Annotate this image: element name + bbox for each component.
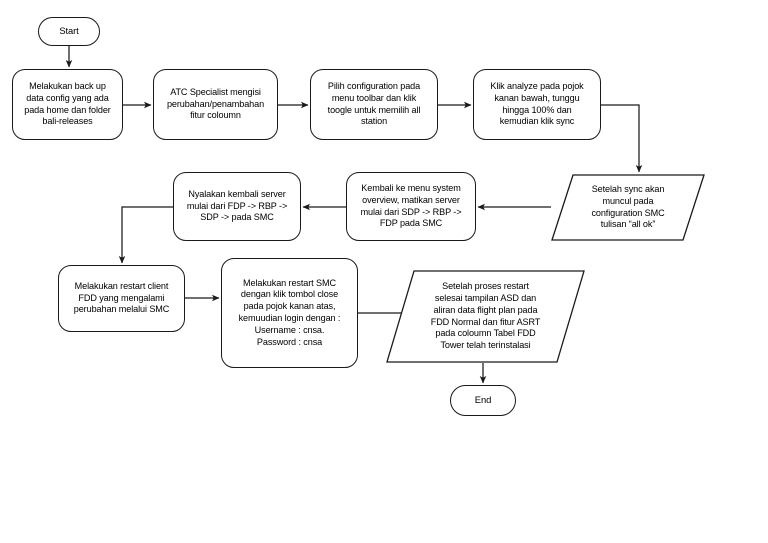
node-kembali-menu[interactable]: Kembali ke menu system overview, matikan… bbox=[346, 172, 476, 241]
node-start[interactable]: Start bbox=[38, 17, 100, 46]
node-setelah-sync-label: Setelah sync akan muncul pada configurat… bbox=[591, 183, 665, 230]
node-atc-specialist[interactable]: ATC Specialist mengisi perubahan/penamba… bbox=[153, 69, 278, 140]
node-backup[interactable]: Melakukan back up data config yang ada p… bbox=[12, 69, 123, 140]
node-pilih-configuration[interactable]: Pilih configuration pada menu toolbar da… bbox=[310, 69, 438, 140]
node-restart-smc-label: Melakukan restart SMC dengan klik tombol… bbox=[238, 277, 341, 347]
parallelogram-shape bbox=[551, 174, 705, 241]
node-atc-specialist-label: ATC Specialist mengisi perubahan/penamba… bbox=[166, 86, 265, 121]
connector-nyalakan-to-restartclient bbox=[118, 206, 173, 264]
node-klik-analyze[interactable]: Klik analyze pada pojok kanan bawah, tun… bbox=[473, 69, 601, 140]
node-start-label: Start bbox=[59, 25, 79, 37]
node-hasil-akhir[interactable]: Setelah proses restart selesai tampilan … bbox=[386, 270, 585, 363]
parallelogram-shape bbox=[386, 270, 585, 363]
connector-analyze-to-sync bbox=[601, 104, 643, 173]
node-restart-smc[interactable]: Melakukan restart SMC dengan klik tombol… bbox=[221, 258, 358, 368]
node-nyalakan-kembali[interactable]: Nyalakan kembali server mulai dari FDP -… bbox=[173, 172, 301, 241]
node-end-label: End bbox=[474, 394, 492, 406]
node-hasil-akhir-label: Setelah proses restart selesai tampilan … bbox=[430, 281, 541, 351]
node-restart-client-label: Melakukan restart client FDD yang mengal… bbox=[73, 280, 170, 315]
node-nyalakan-kembali-label: Nyalakan kembali server mulai dari FDP -… bbox=[186, 188, 288, 223]
node-end[interactable]: End bbox=[450, 385, 516, 416]
node-setelah-sync[interactable]: Setelah sync akan muncul pada configurat… bbox=[551, 174, 705, 241]
node-klik-analyze-label: Klik analyze pada pojok kanan bawah, tun… bbox=[490, 80, 584, 127]
node-kembali-menu-label: Kembali ke menu system overview, matikan… bbox=[360, 182, 462, 229]
node-pilih-configuration-label: Pilih configuration pada menu toolbar da… bbox=[327, 80, 421, 127]
node-backup-label: Melakukan back up data config yang ada p… bbox=[24, 80, 111, 127]
node-restart-client[interactable]: Melakukan restart client FDD yang mengal… bbox=[58, 265, 185, 332]
